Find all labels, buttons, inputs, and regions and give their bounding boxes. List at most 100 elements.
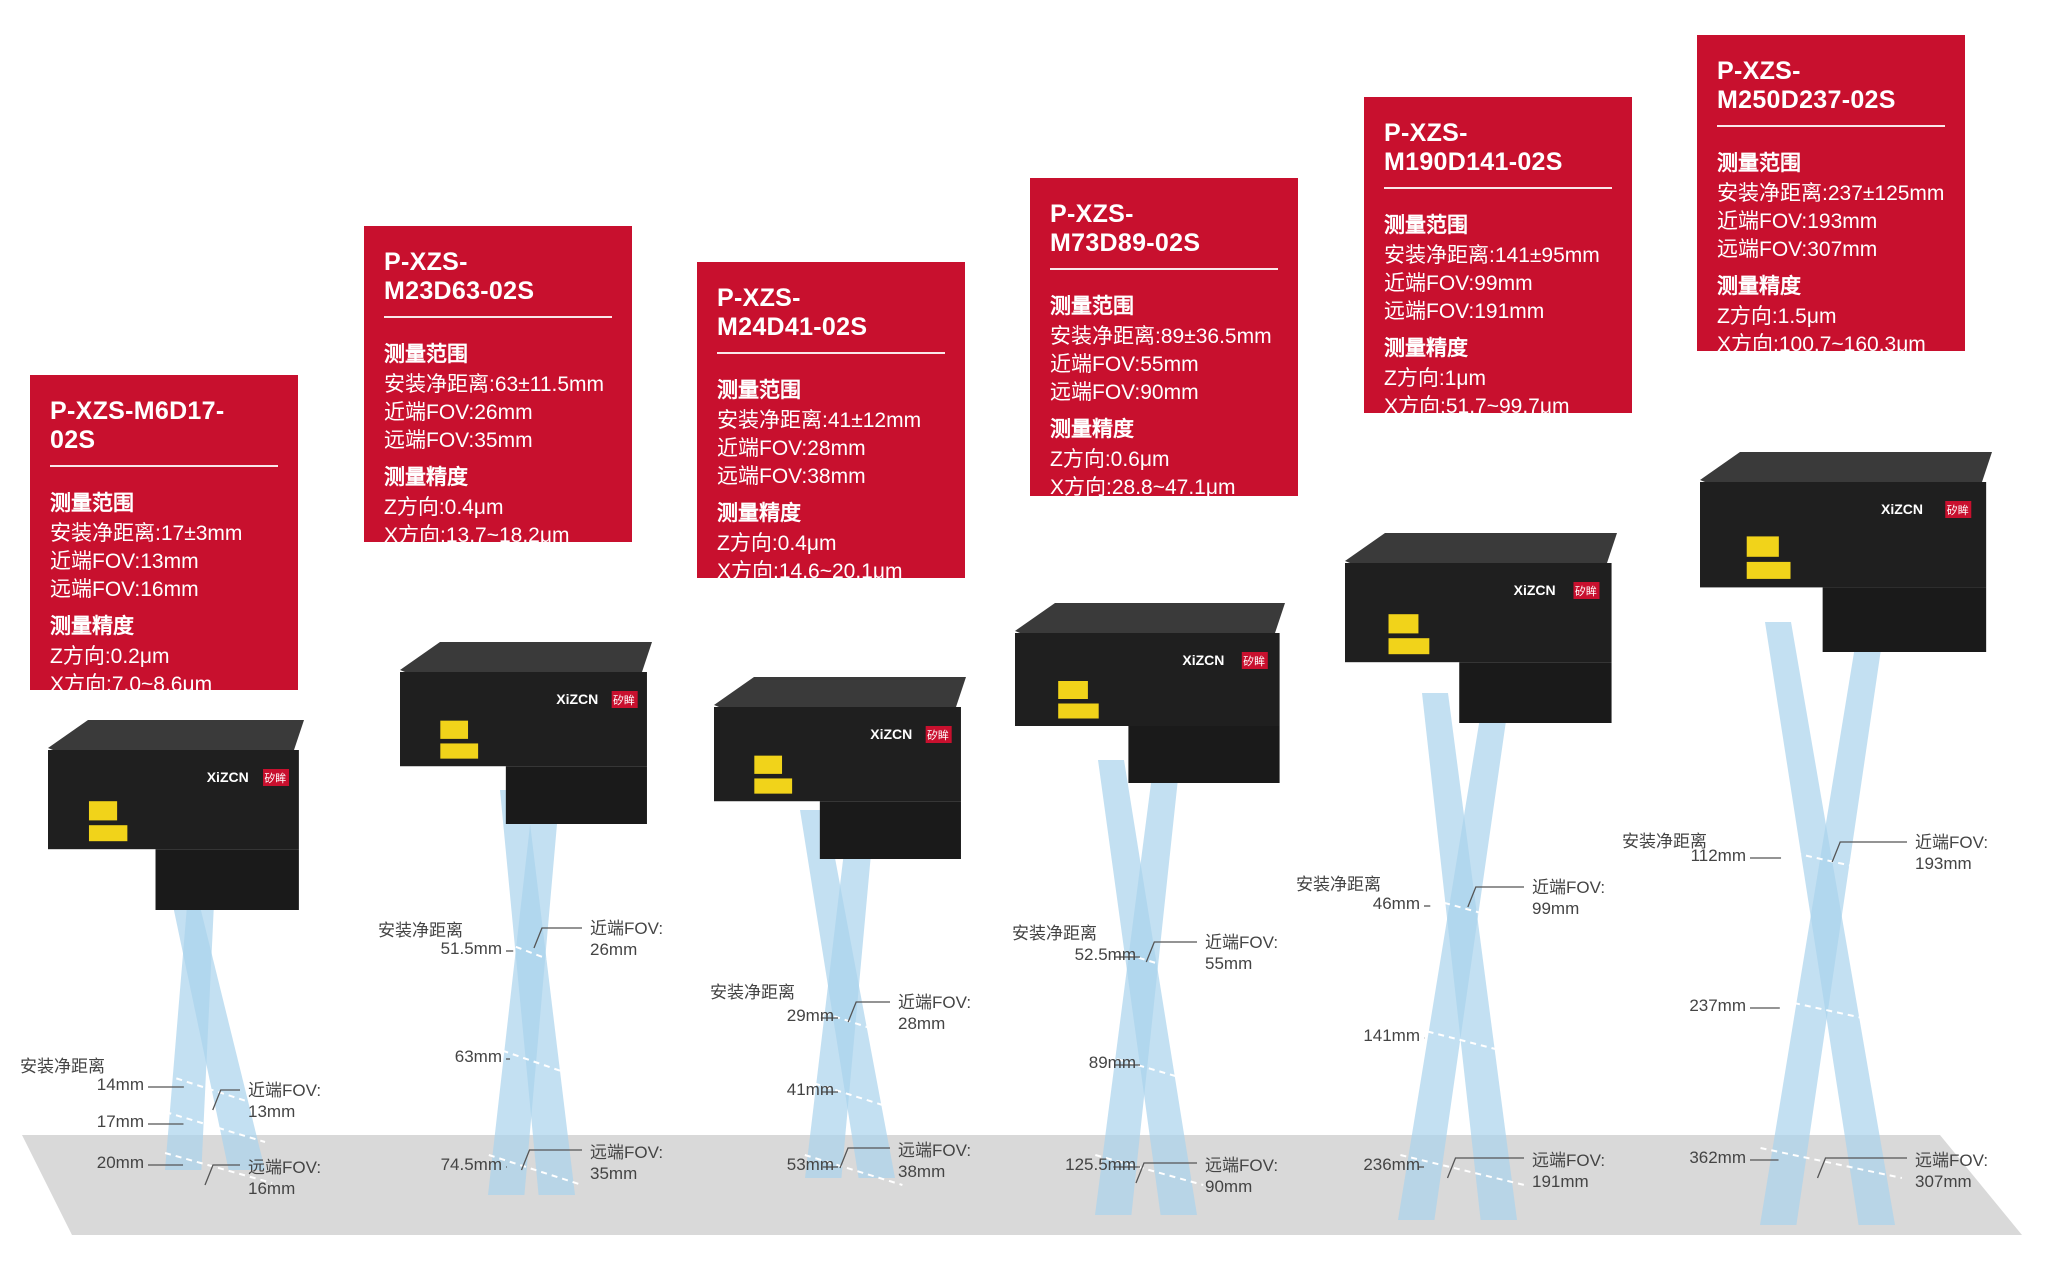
far-fov-leader [1446, 1157, 1524, 1179]
far-fov-label: 远端FOV:38mm [898, 1140, 971, 1182]
distance-label-far: 20mm [96, 1153, 144, 1172]
model-title: P-XZS-M23D63-02S [384, 248, 612, 318]
far-fov-value: 191mm [1532, 1172, 1589, 1191]
range-spec-line: 安装净距离:17±3mm [50, 522, 243, 545]
near-fov-leader [212, 1089, 240, 1111]
device-body [1015, 633, 1280, 726]
distance-label-near: 52.5mm [1074, 945, 1136, 964]
range-spec-line: 安装净距离:41±12mm [717, 409, 922, 432]
depth-dash-line [1761, 995, 1900, 1027]
brand-logo-cn: 矽眸 [1947, 503, 1969, 517]
precision-spec-line: X方向:28.8~47.1μm [1050, 476, 1236, 499]
range-heading: 测量范围 [384, 343, 468, 366]
range-spec-line: 远端FOV:307mm [1717, 238, 1878, 261]
precision-spec-line: Z方向:0.2μm [50, 645, 170, 668]
clearance-heading: 安装净距离 [1012, 924, 1097, 943]
near-fov-label: 近端FOV:28mm [898, 992, 971, 1034]
brand-logo-text: XiZCN [870, 726, 912, 742]
laser-warning-label-icon [1746, 561, 1791, 579]
range-spec-line: 安装净距离:63±11.5mm [384, 373, 605, 396]
model-title: P-XZS-M250D237-02S [1717, 57, 1945, 127]
distance-label-far: 53mm [786, 1155, 834, 1174]
near-fov-label: 近端FOV: 26mm [590, 918, 663, 960]
device-body [48, 750, 299, 850]
far-fov-leader [520, 1149, 582, 1171]
device-lower [505, 766, 647, 824]
near-fov-value: 55mm [1205, 954, 1253, 973]
depth-dash-line [1760, 1147, 1903, 1179]
far-fov-caption: 远端FOV: [248, 1158, 322, 1177]
spec-card-2: P-XZS-M23D63-02S 测量范围安装净距离:63±11.5mm 近端FOV… [364, 226, 632, 547]
near-fov-caption: 近端FOV: [1205, 933, 1279, 952]
laser-warning-label-icon [1058, 681, 1088, 699]
distance-label-mid: 17mm [96, 1112, 144, 1131]
near-fov-caption: 近端FOV: [248, 1081, 322, 1100]
far-fov-label: 远端FOV: 191mm [1532, 1150, 1605, 1192]
precision-spec-line: X方向:13.7~18.2μm [384, 524, 570, 547]
distance-label-near: 51.5mm [440, 939, 502, 958]
far-fov-caption: 远端FOV: [590, 1143, 664, 1162]
depth-dash-line [488, 1154, 583, 1186]
device-lower [155, 849, 299, 910]
precision-spec-line: X方向:51.7~99.7μm [1384, 395, 1570, 418]
distance-label-mid: 237mm [1689, 996, 1746, 1015]
precision-spec-line: X方向:100.7~160.3μm [1717, 333, 1926, 356]
laser-warning-label-icon [754, 755, 783, 774]
range-spec-line: 远端FOV:90mm [1050, 381, 1199, 404]
range-heading: 测量范围 [1384, 214, 1468, 237]
far-fov-caption: 远端FOV: [1915, 1151, 1989, 1170]
precision-heading: 测量精度 [1717, 275, 1801, 298]
beam-right [165, 882, 215, 1170]
far-fov-caption: 远端FOV: [1532, 1151, 1606, 1170]
model-title: P-XZS-M73D89-02S [1050, 200, 1278, 270]
device-lower [1459, 662, 1612, 723]
range-spec-line: 远端FOV:35mm [384, 429, 533, 452]
near-fov-value: 28mm [898, 1014, 946, 1033]
near-fov-value: 193mm [1915, 854, 1972, 873]
precision-spec-line: Z方向:0.6μm [1050, 448, 1170, 471]
range-spec-line: 近端FOV:26mm [384, 401, 533, 424]
beam-right [805, 810, 875, 1178]
depth-dash-line [1412, 893, 1522, 925]
distance-label-mid: 41mm [786, 1080, 834, 1099]
laser-warning-label-icon [754, 778, 793, 794]
near-fov-caption: 近端FOV: [1532, 878, 1606, 897]
device-body [1700, 482, 1987, 588]
near-fov-caption: 近端FOV: [1915, 833, 1989, 852]
depth-dash-line [803, 1079, 899, 1111]
laser-warning-label-icon [440, 743, 479, 759]
brand-logo-cn: 矽眸 [1243, 654, 1265, 668]
precision-heading: 测量精度 [1384, 337, 1468, 360]
range-spec-line: 近端FOV:193mm [1717, 210, 1878, 233]
range-spec-line: 近端FOV:55mm [1050, 353, 1199, 376]
far-fov-label: 远端FOV:90mm [1205, 1155, 1278, 1197]
brand-logo-badge [1573, 582, 1600, 599]
near-fov-caption: 近端FOV: [590, 919, 664, 938]
range-spec-line: 安装净距离:89±36.5mm [1050, 325, 1272, 348]
device-body [714, 707, 961, 802]
range-heading: 测量范围 [50, 492, 134, 515]
laser-warning-label-icon [1746, 536, 1779, 557]
near-fov-label: 近端FOV: 55mm [1205, 932, 1278, 974]
precision-spec-line: X方向:14.6~20.1μm [717, 560, 903, 583]
far-fov-label: 远端FOV:307mm [1915, 1150, 1988, 1192]
range-spec-line: 安装净距离:237±125mm [1717, 182, 1945, 205]
brand-logo-text: XiZCN [556, 691, 598, 707]
brand-logo-text: XiZCN [207, 769, 249, 785]
distance-label-near: 112mm [1690, 846, 1746, 865]
device-body [1345, 563, 1612, 663]
far-fov-leader [839, 1147, 890, 1169]
brand-logo-cn: 矽眸 [927, 728, 949, 742]
range-heading: 测量范围 [1050, 295, 1134, 318]
far-fov-caption: 远端FOV: [1205, 1156, 1279, 1175]
near-fov-value: 26mm [590, 940, 638, 959]
distance-label-near: 46mm [1372, 894, 1420, 913]
brand-logo-badge [925, 726, 952, 743]
range-heading: 测量范围 [717, 379, 801, 402]
brand-logo-text: XiZCN [1881, 501, 1923, 517]
model-title: P-XZS-M6D17-02S [50, 397, 278, 467]
precision-spec-line: Z方向:0.4μm [717, 532, 837, 555]
